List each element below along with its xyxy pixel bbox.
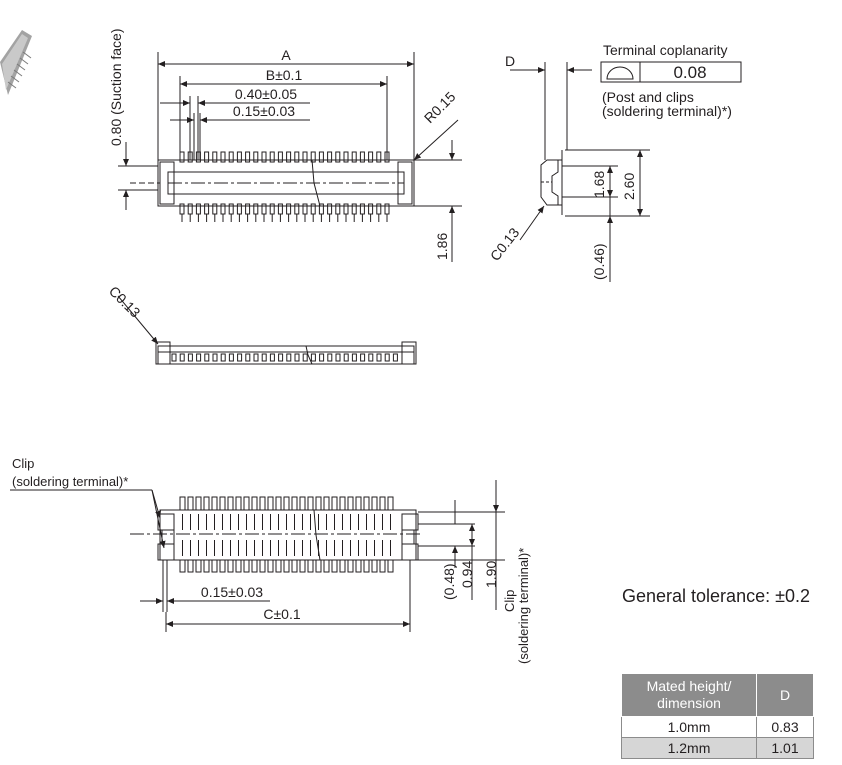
clip-side-label-1: Clip: [502, 590, 517, 612]
table-cell: 1.2mm: [621, 737, 757, 759]
table-header-height: Mated height/ dimension: [621, 673, 757, 717]
height-0-46-label: (0.46): [591, 243, 607, 280]
pitch-label: 0.40±0.05: [235, 86, 297, 102]
coplanarity-note-1: (Post and clips: [602, 89, 694, 105]
side-profile: [540, 159, 559, 206]
product-photo: [0, 30, 32, 95]
front-view: [117, 295, 417, 365]
suction-face-label: 0.80 (Suction face): [108, 28, 124, 146]
top-view-leads: [179, 151, 390, 222]
coplanarity-label: Terminal coplanarity: [603, 42, 728, 58]
table-header-d: D: [756, 673, 814, 717]
table-cell: 1.01: [756, 737, 814, 759]
general-tolerance-note: General tolerance: ±0.2: [622, 586, 810, 606]
depth-label: 1.86: [434, 233, 450, 260]
height-1-68-label: 1.68: [591, 171, 607, 198]
side-chamfer-label: C0.13: [487, 224, 523, 263]
dim-1-90-label: 1.90: [483, 561, 499, 588]
side-view: [510, 61, 742, 282]
dim-d-label: D: [505, 53, 515, 69]
coplanarity-note-2: (soldering terminal)*): [602, 103, 732, 119]
front-view-teeth: [171, 353, 398, 362]
dim-0-94-label: 0.94: [459, 561, 475, 588]
dim-a-label: A: [281, 47, 291, 63]
lead-width-label: 0.15±0.03: [233, 103, 295, 119]
bottom-view-leads: [179, 496, 394, 573]
clip-side-label-2: (soldering terminal)*: [516, 548, 531, 664]
top-view: [118, 52, 462, 262]
table-cell: 1.0mm: [621, 716, 757, 738]
dim-c-label: C±0.1: [263, 606, 300, 622]
dimension-table: Mated height/ dimension D 1.0mm 0.83 1.2…: [621, 673, 814, 759]
bottom-lead-width-label: 0.15±0.03: [201, 584, 263, 600]
table-row: 1.0mm 0.83: [621, 716, 814, 738]
height-2-60-label: 2.60: [621, 173, 637, 200]
table-cell: 0.83: [756, 716, 814, 738]
bottom-view: [10, 480, 505, 632]
coplanarity-value: 0.08: [673, 63, 706, 82]
dim-b-label: B±0.1: [266, 67, 303, 83]
clip-label-line-2: (soldering terminal)*: [12, 474, 128, 489]
front-chamfer-label: C0.13: [106, 283, 144, 321]
table-row: 1.2mm 1.01: [621, 737, 814, 759]
clip-label-line-1: Clip: [12, 456, 34, 471]
radius-label: R0.15: [421, 88, 459, 126]
dim-0-48-label: (0.48): [441, 563, 457, 600]
